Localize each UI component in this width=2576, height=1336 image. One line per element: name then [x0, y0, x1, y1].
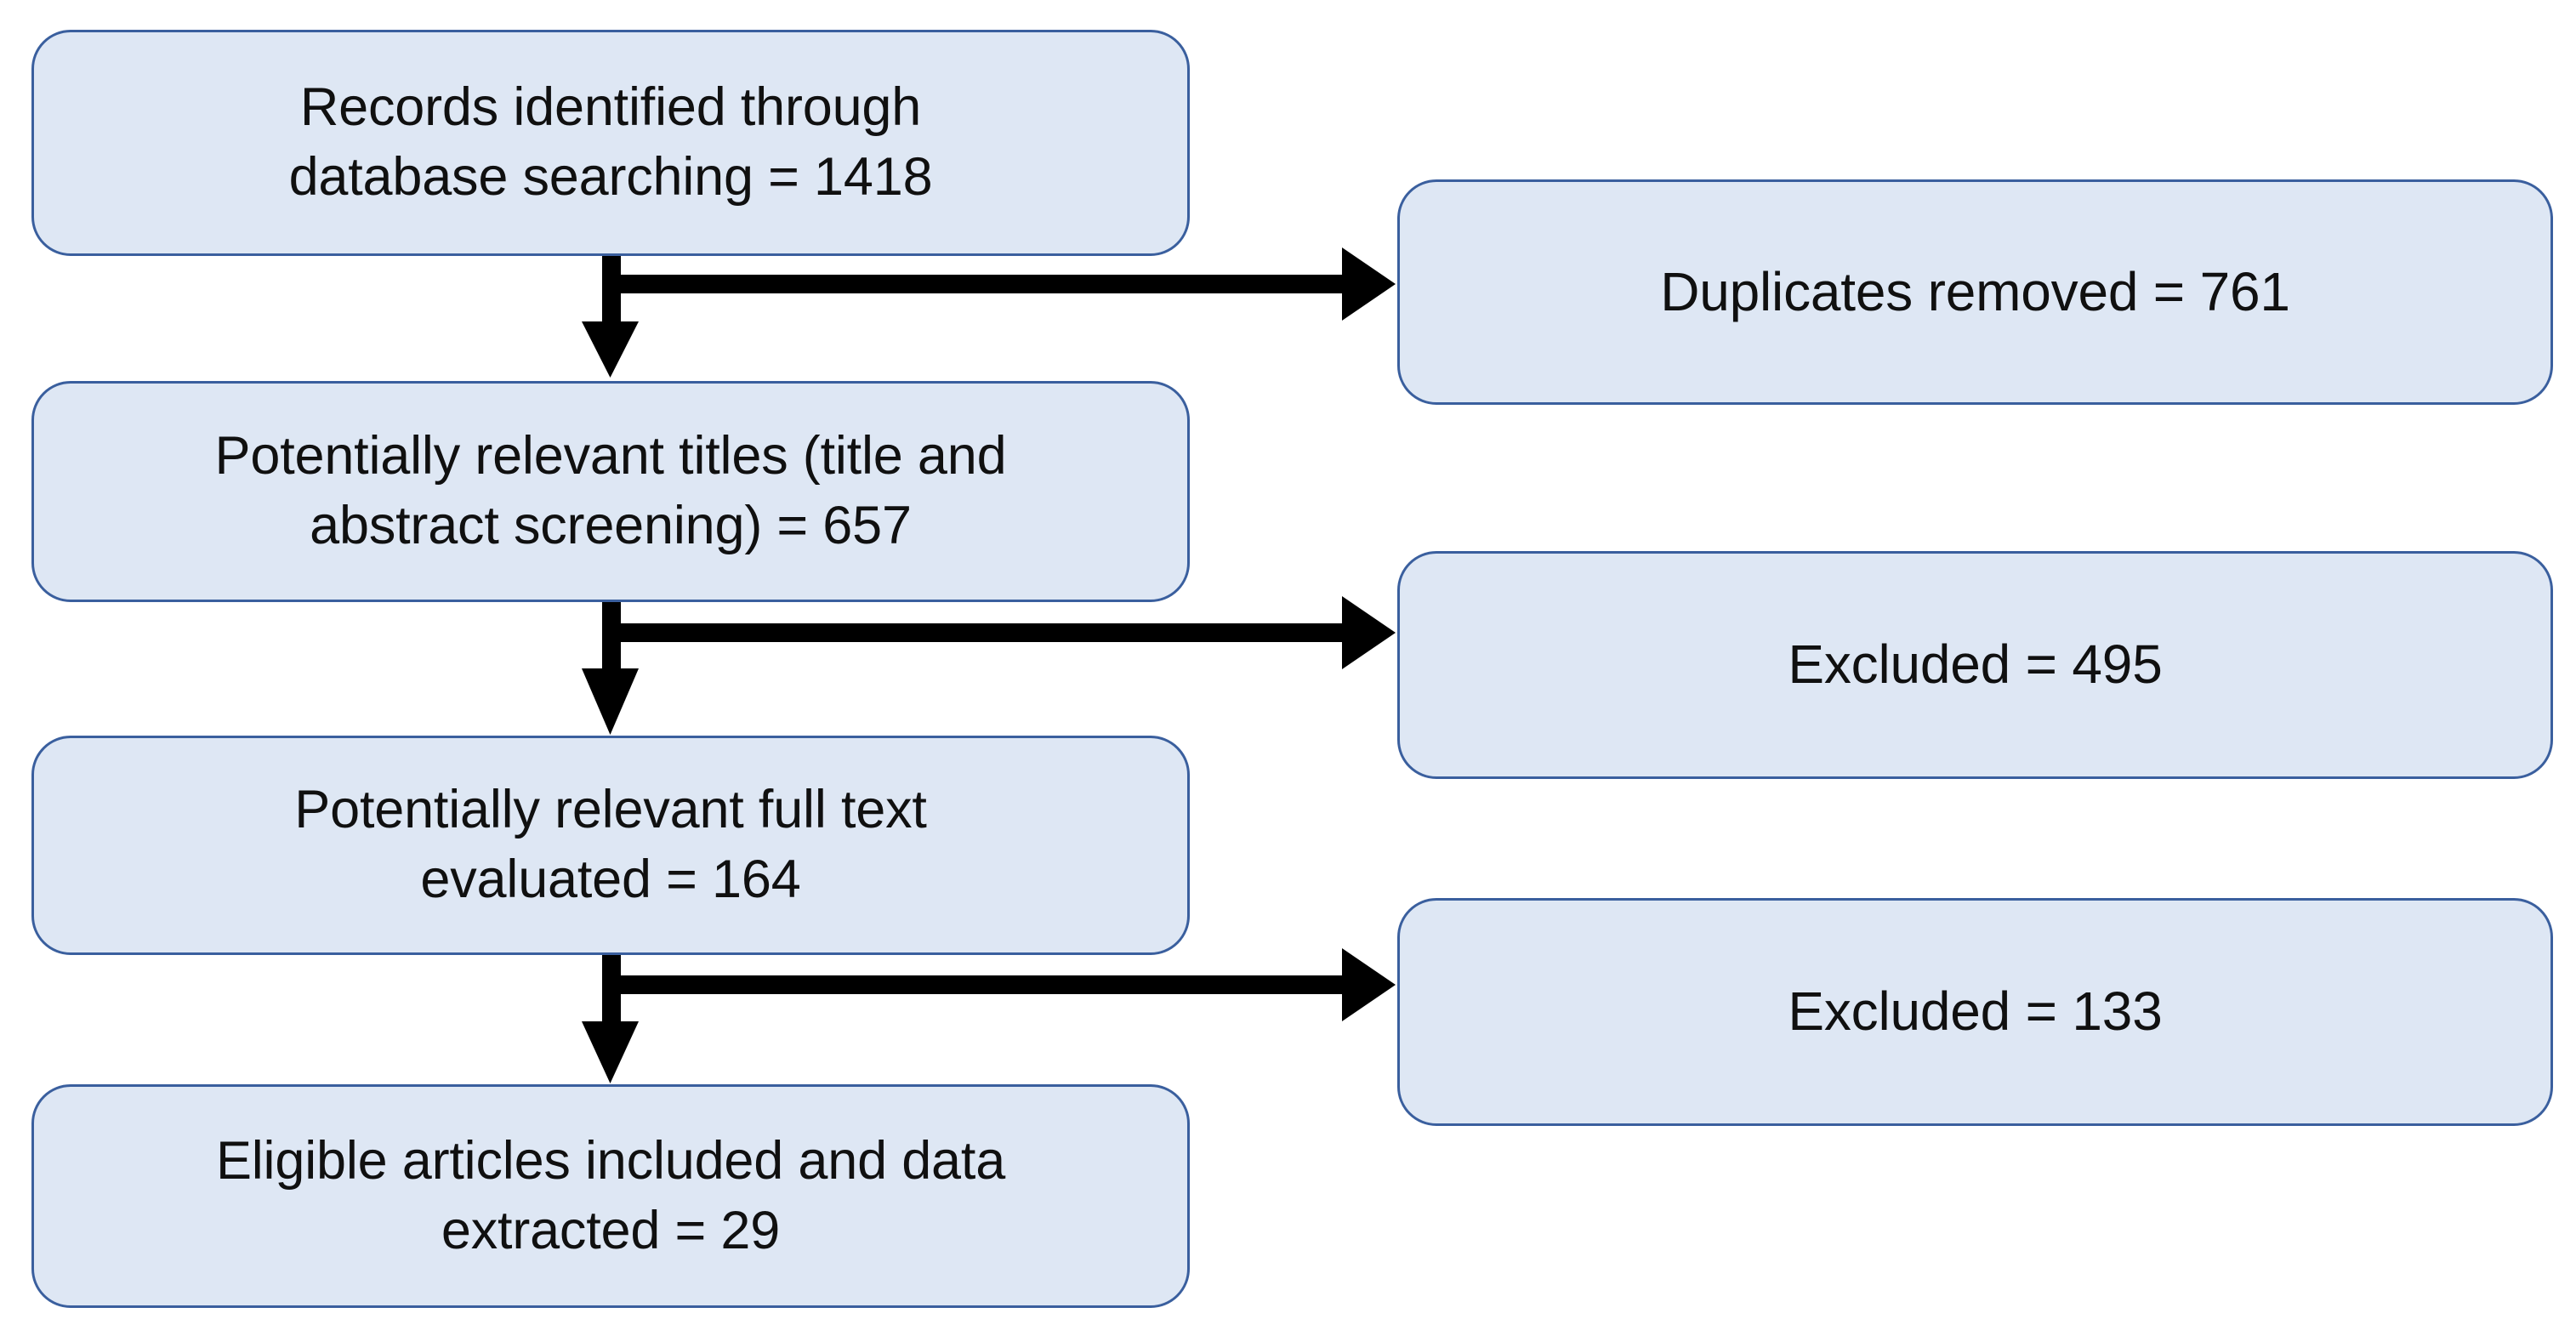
stage-box-identified: Records identified through database sear…	[31, 30, 1190, 256]
connector-titles-to-fulltext	[582, 600, 639, 735]
stage-label-fulltext: Potentially relevant full text evaluated…	[294, 780, 927, 909]
exclusion-box-excluded-fulltext: Excluded = 133	[1397, 898, 2553, 1126]
exclusion-label-excluded-titles: Excluded = 495	[1788, 634, 2163, 696]
stage-box-fulltext: Potentially relevant full text evaluated…	[31, 736, 1190, 955]
stage-label-identified: Records identified through database sear…	[288, 77, 933, 207]
stage-box-eligible: Eligible articles included and data extr…	[31, 1084, 1190, 1308]
connector-identified-to-titles	[582, 253, 639, 378]
exclusion-box-duplicates: Duplicates removed = 761	[1397, 179, 2553, 405]
exclusion-label-duplicates: Duplicates removed = 761	[1660, 260, 2290, 322]
exclusion-box-excluded-titles: Excluded = 495	[1397, 551, 2553, 779]
connector-fulltext-to-eligible	[582, 953, 639, 1083]
connector-fulltext-to-excluded-fulltext	[611, 948, 1396, 1021]
connector-titles-to-excluded-titles	[611, 596, 1396, 669]
stage-label-eligible: Eligible articles included and data extr…	[215, 1130, 1006, 1260]
stage-box-titles: Potentially relevant titles (title and a…	[31, 381, 1190, 602]
exclusion-label-excluded-fulltext: Excluded = 133	[1788, 981, 2163, 1043]
stage-label-titles: Potentially relevant titles (title and a…	[214, 426, 1007, 555]
connector-identified-to-duplicates	[611, 247, 1396, 321]
